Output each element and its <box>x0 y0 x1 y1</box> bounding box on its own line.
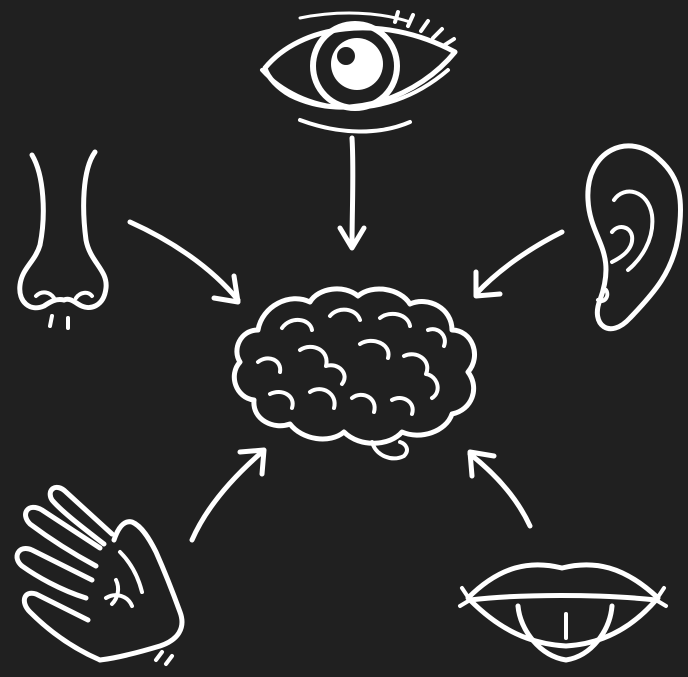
diagram-svg <box>0 0 688 677</box>
five-senses-diagram <box>0 0 688 677</box>
background <box>0 0 688 677</box>
